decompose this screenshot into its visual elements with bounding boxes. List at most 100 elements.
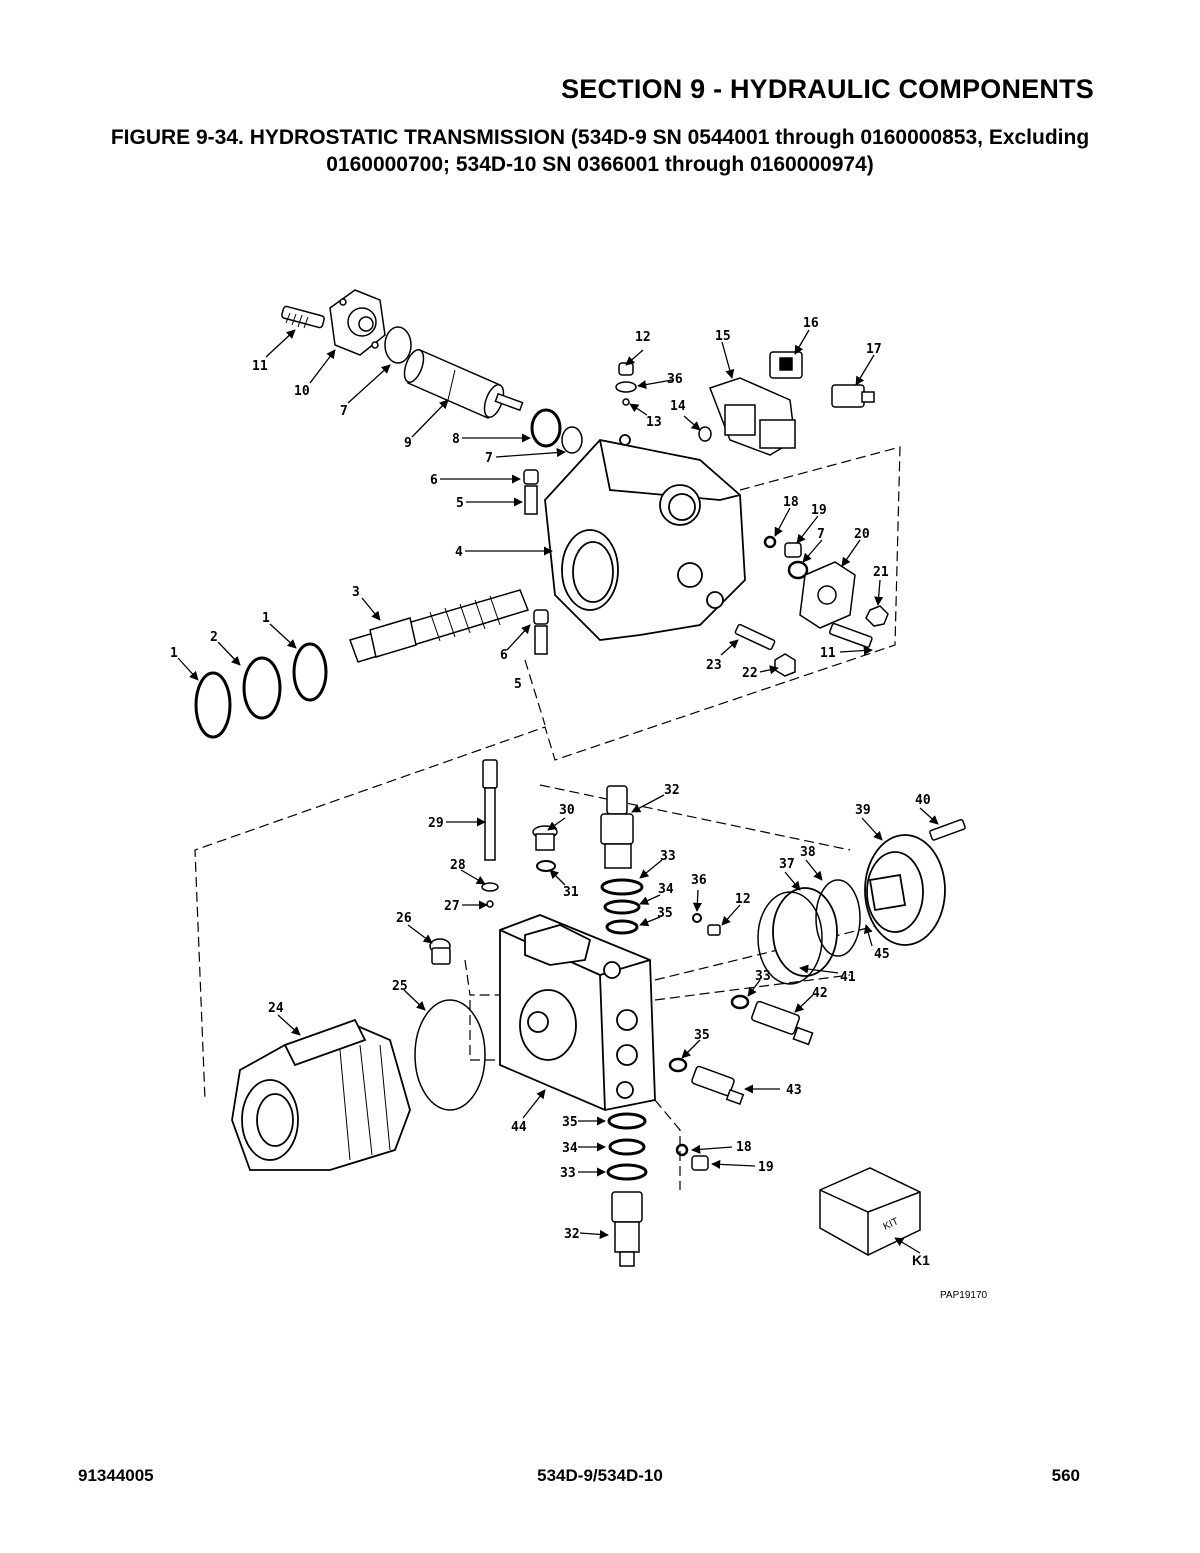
oring-38 (815, 879, 861, 957)
figure-title: FIGURE 9-34. HYDROSTATIC TRANSMISSION (5… (60, 124, 1140, 178)
washer-18-top (763, 535, 777, 549)
callout-7: 7 (817, 527, 825, 542)
callout-8: 8 (452, 432, 460, 447)
leader-arrows (177, 329, 939, 1254)
bearing-ring-2 (242, 656, 282, 720)
callout-33: 33 (755, 969, 771, 984)
connector-16 (769, 351, 803, 379)
callout-6: 6 (500, 648, 508, 663)
cartridge-32-bottom (611, 1191, 643, 1267)
callout-17: 17 (866, 342, 882, 357)
callout-13: 13 (646, 415, 662, 430)
pump-housing-24 (231, 1018, 411, 1171)
oring-34-top (603, 899, 641, 915)
shaft-3 (349, 589, 529, 663)
callout-12: 12 (635, 330, 651, 345)
spool-29 (482, 759, 498, 861)
callout-18: 18 (736, 1140, 752, 1155)
flange-39 (864, 834, 946, 946)
callout-33: 33 (660, 849, 676, 864)
kit-label: K1 (912, 1252, 930, 1268)
callout-23: 23 (706, 658, 722, 673)
callout-35: 35 (562, 1115, 578, 1130)
callout-37: 37 (779, 857, 795, 872)
connector-17 (831, 384, 875, 408)
bolt-11-lower (829, 622, 873, 649)
plug-12-top (615, 362, 637, 406)
control-block-44 (499, 914, 656, 1111)
callout-44: 44 (511, 1120, 527, 1135)
bolt-11-top (281, 305, 325, 329)
oring-7-mid (561, 426, 583, 454)
plate-37 (772, 887, 838, 977)
callout-28: 28 (450, 858, 466, 873)
callout-7: 7 (485, 451, 493, 466)
callout-labels: 11 10 7 9 8 7 6 5 4 3 1 2 1 6 5 12 36 13… (170, 316, 931, 1242)
cover-20 (799, 561, 856, 629)
oring-7-right (787, 560, 809, 580)
pins-6-5-top (523, 469, 539, 515)
flange-10 (329, 289, 386, 356)
washer-18-bottom (675, 1143, 689, 1157)
callout-18: 18 (783, 495, 799, 510)
callout-29: 29 (428, 816, 444, 831)
callout-40: 40 (915, 793, 931, 808)
oring-14 (698, 426, 712, 442)
callout-27: 27 (444, 899, 460, 914)
callout-11: 11 (820, 646, 836, 661)
oring-35-right (668, 1057, 688, 1073)
callout-7: 7 (340, 404, 348, 419)
callout-11: 11 (252, 359, 268, 374)
figure-title-line-2: 0160000700; 534D-10 SN 0366001 through 0… (326, 153, 874, 176)
callout-35: 35 (694, 1028, 710, 1043)
callout-2: 2 (210, 630, 218, 645)
nut-21 (865, 605, 889, 627)
callout-1: 1 (170, 646, 178, 661)
callout-9: 9 (404, 436, 412, 451)
plug-19-bottom (691, 1155, 709, 1171)
valve-43 (691, 1065, 745, 1106)
callout-4: 4 (455, 545, 463, 560)
figure-id: PAP19170 (940, 1290, 988, 1301)
callout-39: 39 (855, 803, 871, 818)
footer-page-number: 560 (1051, 1466, 1080, 1485)
callout-31: 31 (563, 885, 579, 900)
retaining-ring-1-right (292, 642, 328, 702)
oring-35-top (605, 919, 639, 935)
callout-24: 24 (268, 1001, 284, 1016)
callout-19: 19 (811, 503, 827, 518)
callout-14: 14 (670, 399, 686, 414)
callout-1: 1 (262, 611, 270, 626)
callout-5: 5 (514, 677, 522, 692)
callout-38: 38 (800, 845, 816, 860)
valve-15 (709, 377, 796, 456)
callout-30: 30 (559, 803, 575, 818)
bolt-23 (734, 623, 776, 651)
oring-33-bottom (606, 1163, 648, 1181)
retaining-ring-1-left (194, 671, 232, 739)
callout-22: 22 (742, 666, 758, 681)
footer-model: 534D-9/534D-10 (537, 1466, 663, 1485)
callout-10: 10 (294, 384, 310, 399)
oring-33-top (600, 878, 644, 896)
callout-25: 25 (392, 979, 408, 994)
callout-41: 41 (840, 970, 856, 985)
plug-30 (532, 825, 558, 851)
callout-34: 34 (562, 1141, 578, 1156)
callout-32: 32 (564, 1227, 580, 1242)
footer-doc-number: 91344005 (78, 1466, 154, 1485)
oring-28 (481, 882, 499, 892)
callout-16: 16 (803, 316, 819, 331)
callout-36: 36 (667, 372, 683, 387)
callout-34: 34 (658, 882, 674, 897)
plug-19-top (784, 542, 802, 558)
callout-15: 15 (715, 329, 731, 344)
oring-35-bottom (607, 1112, 647, 1130)
callout-6: 6 (430, 473, 438, 488)
callout-43: 43 (786, 1083, 802, 1098)
assembly-lines (194, 446, 901, 1190)
figure-title-line-1: FIGURE 9-34. HYDROSTATIC TRANSMISSION (5… (110, 126, 1090, 149)
plug-12-mid (707, 924, 721, 936)
callout-12: 12 (735, 892, 751, 907)
